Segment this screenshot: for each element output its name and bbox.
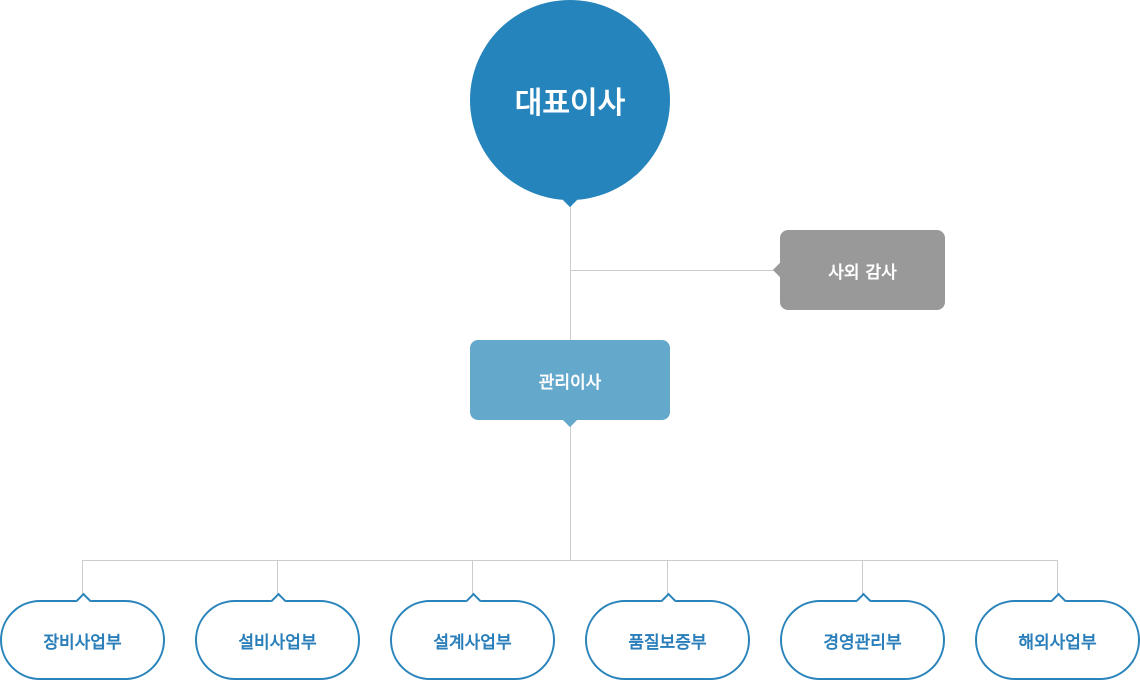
- department-label: 장비사업부: [43, 632, 122, 653]
- department-label: 설비사업부: [238, 632, 317, 653]
- audit-label: 사외 감사: [828, 262, 897, 283]
- department-label: 해외사업부: [1018, 632, 1097, 653]
- manager-node: 관리이사: [470, 340, 670, 420]
- department-node-overseas: 해외사업부: [975, 600, 1140, 680]
- ceo-node: 대표이사: [470, 0, 670, 200]
- department-node-management: 경영관리부: [780, 600, 945, 680]
- department-node-equipment: 장비사업부: [0, 600, 165, 680]
- manager-label: 관리이사: [538, 372, 602, 393]
- audit-node: 사외 감사: [780, 230, 945, 310]
- department-label: 경영관리부: [823, 632, 902, 653]
- department-node-quality: 품질보증부: [585, 600, 750, 680]
- department-node-facility: 설비사업부: [195, 600, 360, 680]
- department-label: 품질보증부: [628, 632, 707, 653]
- department-label: 설계사업부: [433, 632, 512, 653]
- ceo-label: 대표이사: [514, 86, 626, 121]
- department-node-design: 설계사업부: [390, 600, 555, 680]
